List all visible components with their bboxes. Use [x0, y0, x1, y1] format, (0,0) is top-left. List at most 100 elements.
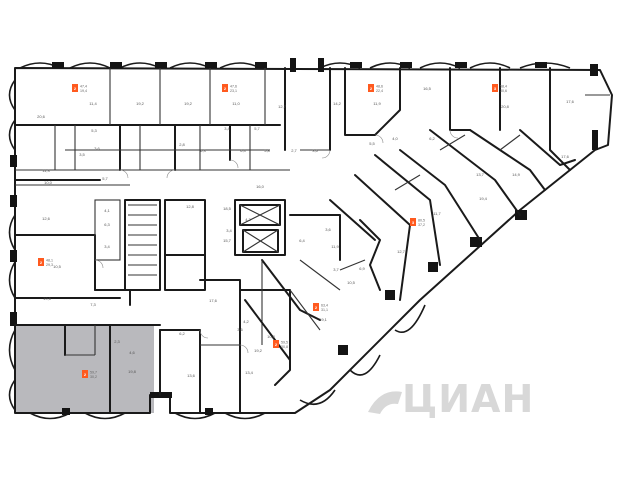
apartment-rooms: 2 — [74, 86, 77, 91]
room-area-label: 17,6 — [566, 99, 575, 104]
room-area-label: 3,5 — [79, 152, 85, 157]
room-area-label: 10,8 — [267, 334, 276, 339]
door-swings — [94, 129, 459, 354]
room-area-label: 4,3 — [245, 217, 251, 222]
room-area-label: 2,7 — [291, 148, 297, 153]
room-area-label: 14,2 — [333, 101, 342, 106]
room-area-label: 12,6 — [42, 216, 51, 221]
room-area-label: 20,6 — [37, 114, 46, 119]
room-area-label: 5,8 — [264, 148, 270, 153]
apartment-living-area: 37,2 — [418, 223, 425, 227]
apartment-total-area: 80,5 — [418, 219, 425, 223]
room-area-label: 15,7 — [223, 238, 232, 243]
room-area-label: 19,8 — [128, 369, 137, 374]
room-area-label: 6,2 — [179, 331, 185, 336]
room-area-label: 3,7 — [333, 267, 339, 272]
room-area-label: 19,1 — [319, 317, 328, 322]
room-area-label: 12,8 — [186, 204, 195, 209]
room-area-label: 3,4 — [104, 244, 110, 249]
apartment-rooms: 3 — [494, 86, 497, 91]
room-area-label: 5,7 — [102, 176, 108, 181]
room-area-label: 14,9 — [512, 172, 521, 177]
apartment-rooms-badge — [368, 84, 374, 92]
apartment-total-area: 59,5 — [281, 341, 288, 345]
apartment-living-area: 23,1 — [230, 89, 237, 93]
room-area-label: 19,6 — [43, 296, 52, 301]
apartment-living-area: 19,4 — [80, 89, 87, 93]
room-area-label: 11,7 — [433, 211, 441, 216]
room-area-label: 3,6 — [325, 227, 331, 232]
room-area-label: 19,4 — [479, 196, 488, 201]
room-area-label: 4,1 — [104, 208, 110, 213]
room-area-label: 19,2 — [184, 101, 193, 106]
room-area-label: 3,4 — [226, 228, 232, 233]
room-area-label: 16,0 — [256, 184, 265, 189]
room-area-label: 2,8 — [179, 142, 185, 147]
room-area-label: 13,4 — [245, 370, 254, 375]
room-area-label: 5,5 — [369, 141, 375, 146]
room-area-label: 6,4 — [299, 238, 305, 243]
room-area-label: 10,5 — [53, 264, 62, 269]
room-area-label: 19,2 — [136, 101, 145, 106]
watermark-text: ЦИАН — [402, 377, 534, 421]
room-area-label: 11,0 — [232, 101, 240, 106]
apartment-total-area: 48,6 — [376, 85, 383, 89]
apartment-total-area: 63,4 — [321, 304, 328, 308]
apartment-living-area: 30,8 — [281, 345, 288, 349]
room-area-label: 3,6 — [312, 148, 318, 153]
apartment-total-area: 47,4 — [80, 85, 87, 89]
apartment-rooms: 2 — [40, 260, 43, 265]
apartment-living-area: 22,4 — [376, 89, 383, 93]
room-area-label: 10,0 — [44, 180, 53, 185]
apartment-total-area: 59,7 — [90, 371, 97, 375]
room-area-label: 16,5 — [423, 86, 432, 91]
room-area-label: 5,3 — [91, 128, 97, 133]
room-area-label: 4,0 — [392, 136, 398, 141]
room-area-label: 20,8 — [501, 104, 510, 109]
room-area-label: 11,4 — [89, 101, 97, 106]
room-area-label: 18,5 — [223, 206, 232, 211]
apartment-rooms-badge — [313, 303, 319, 311]
room-area-label: 6,3 — [104, 222, 110, 227]
room-area-label: 4,2 — [243, 319, 249, 324]
apartment-rooms: 2 — [275, 342, 278, 347]
apartment-rooms-badge — [38, 258, 44, 266]
apartment-total-area: 47,6 — [230, 85, 237, 89]
watermark: ЦИАН — [368, 377, 534, 421]
apartment-living-area: 30,2 — [90, 375, 97, 379]
room-area-label: 4,6 — [129, 350, 135, 355]
room-area-label: 13,6 — [187, 373, 196, 378]
interior-walls — [14, 67, 610, 414]
cian-logo-icon — [368, 391, 402, 414]
apartment-living-area: 31,1 — [321, 308, 328, 312]
room-area-label: 3,4 — [224, 126, 230, 131]
apartment-rooms: 3 — [412, 220, 415, 225]
apartment-total-area: 58,4 — [500, 85, 507, 89]
room-area-label: 11,3 — [42, 168, 50, 173]
room-area-label: 3,6 — [94, 146, 100, 151]
room-area-label: 19,2 — [254, 348, 263, 353]
apartment-living-area: 30,6 — [500, 89, 507, 93]
apartment-rooms-badge — [72, 84, 78, 92]
room-area-label: 6,4 — [240, 148, 246, 153]
room-area-label: 7,3 — [90, 302, 96, 307]
room-area-label: 10,5 — [347, 280, 356, 285]
apartment-rooms: 2 — [370, 86, 373, 91]
apartment-rooms-badge — [82, 370, 88, 378]
room-area-label: 6,9 — [359, 266, 365, 271]
highlighted-apartment[interactable] — [15, 325, 154, 413]
apartment-rooms: 2 — [84, 372, 87, 377]
apartment-total-area: 48,1 — [46, 259, 53, 263]
outer-wall — [14, 67, 613, 414]
